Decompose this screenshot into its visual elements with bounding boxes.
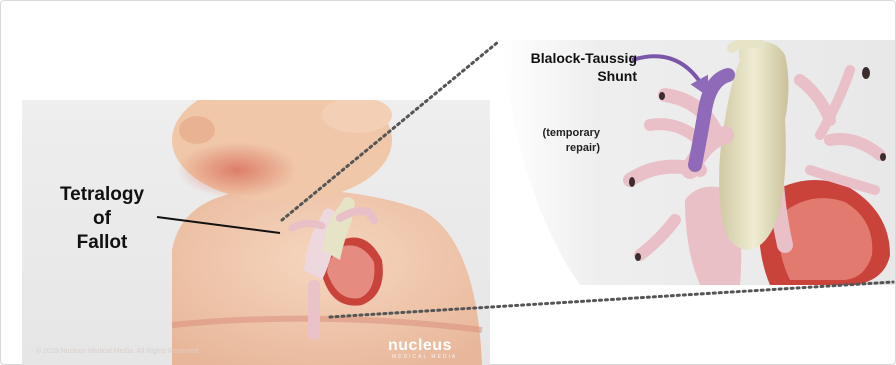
condition-label: Tetralogy of Fallot	[42, 183, 162, 255]
shunt-label: Blalock-Taussig Shunt	[507, 49, 637, 85]
temporary-repair-label: (temporary repair)	[505, 126, 600, 156]
brand-logo-subtext: MEDICAL MEDIA	[392, 354, 457, 360]
copyright-text: © 2019 Nucleus Medical Media. All Rights…	[36, 348, 200, 355]
brand-logo-text: nucleus	[388, 337, 452, 355]
